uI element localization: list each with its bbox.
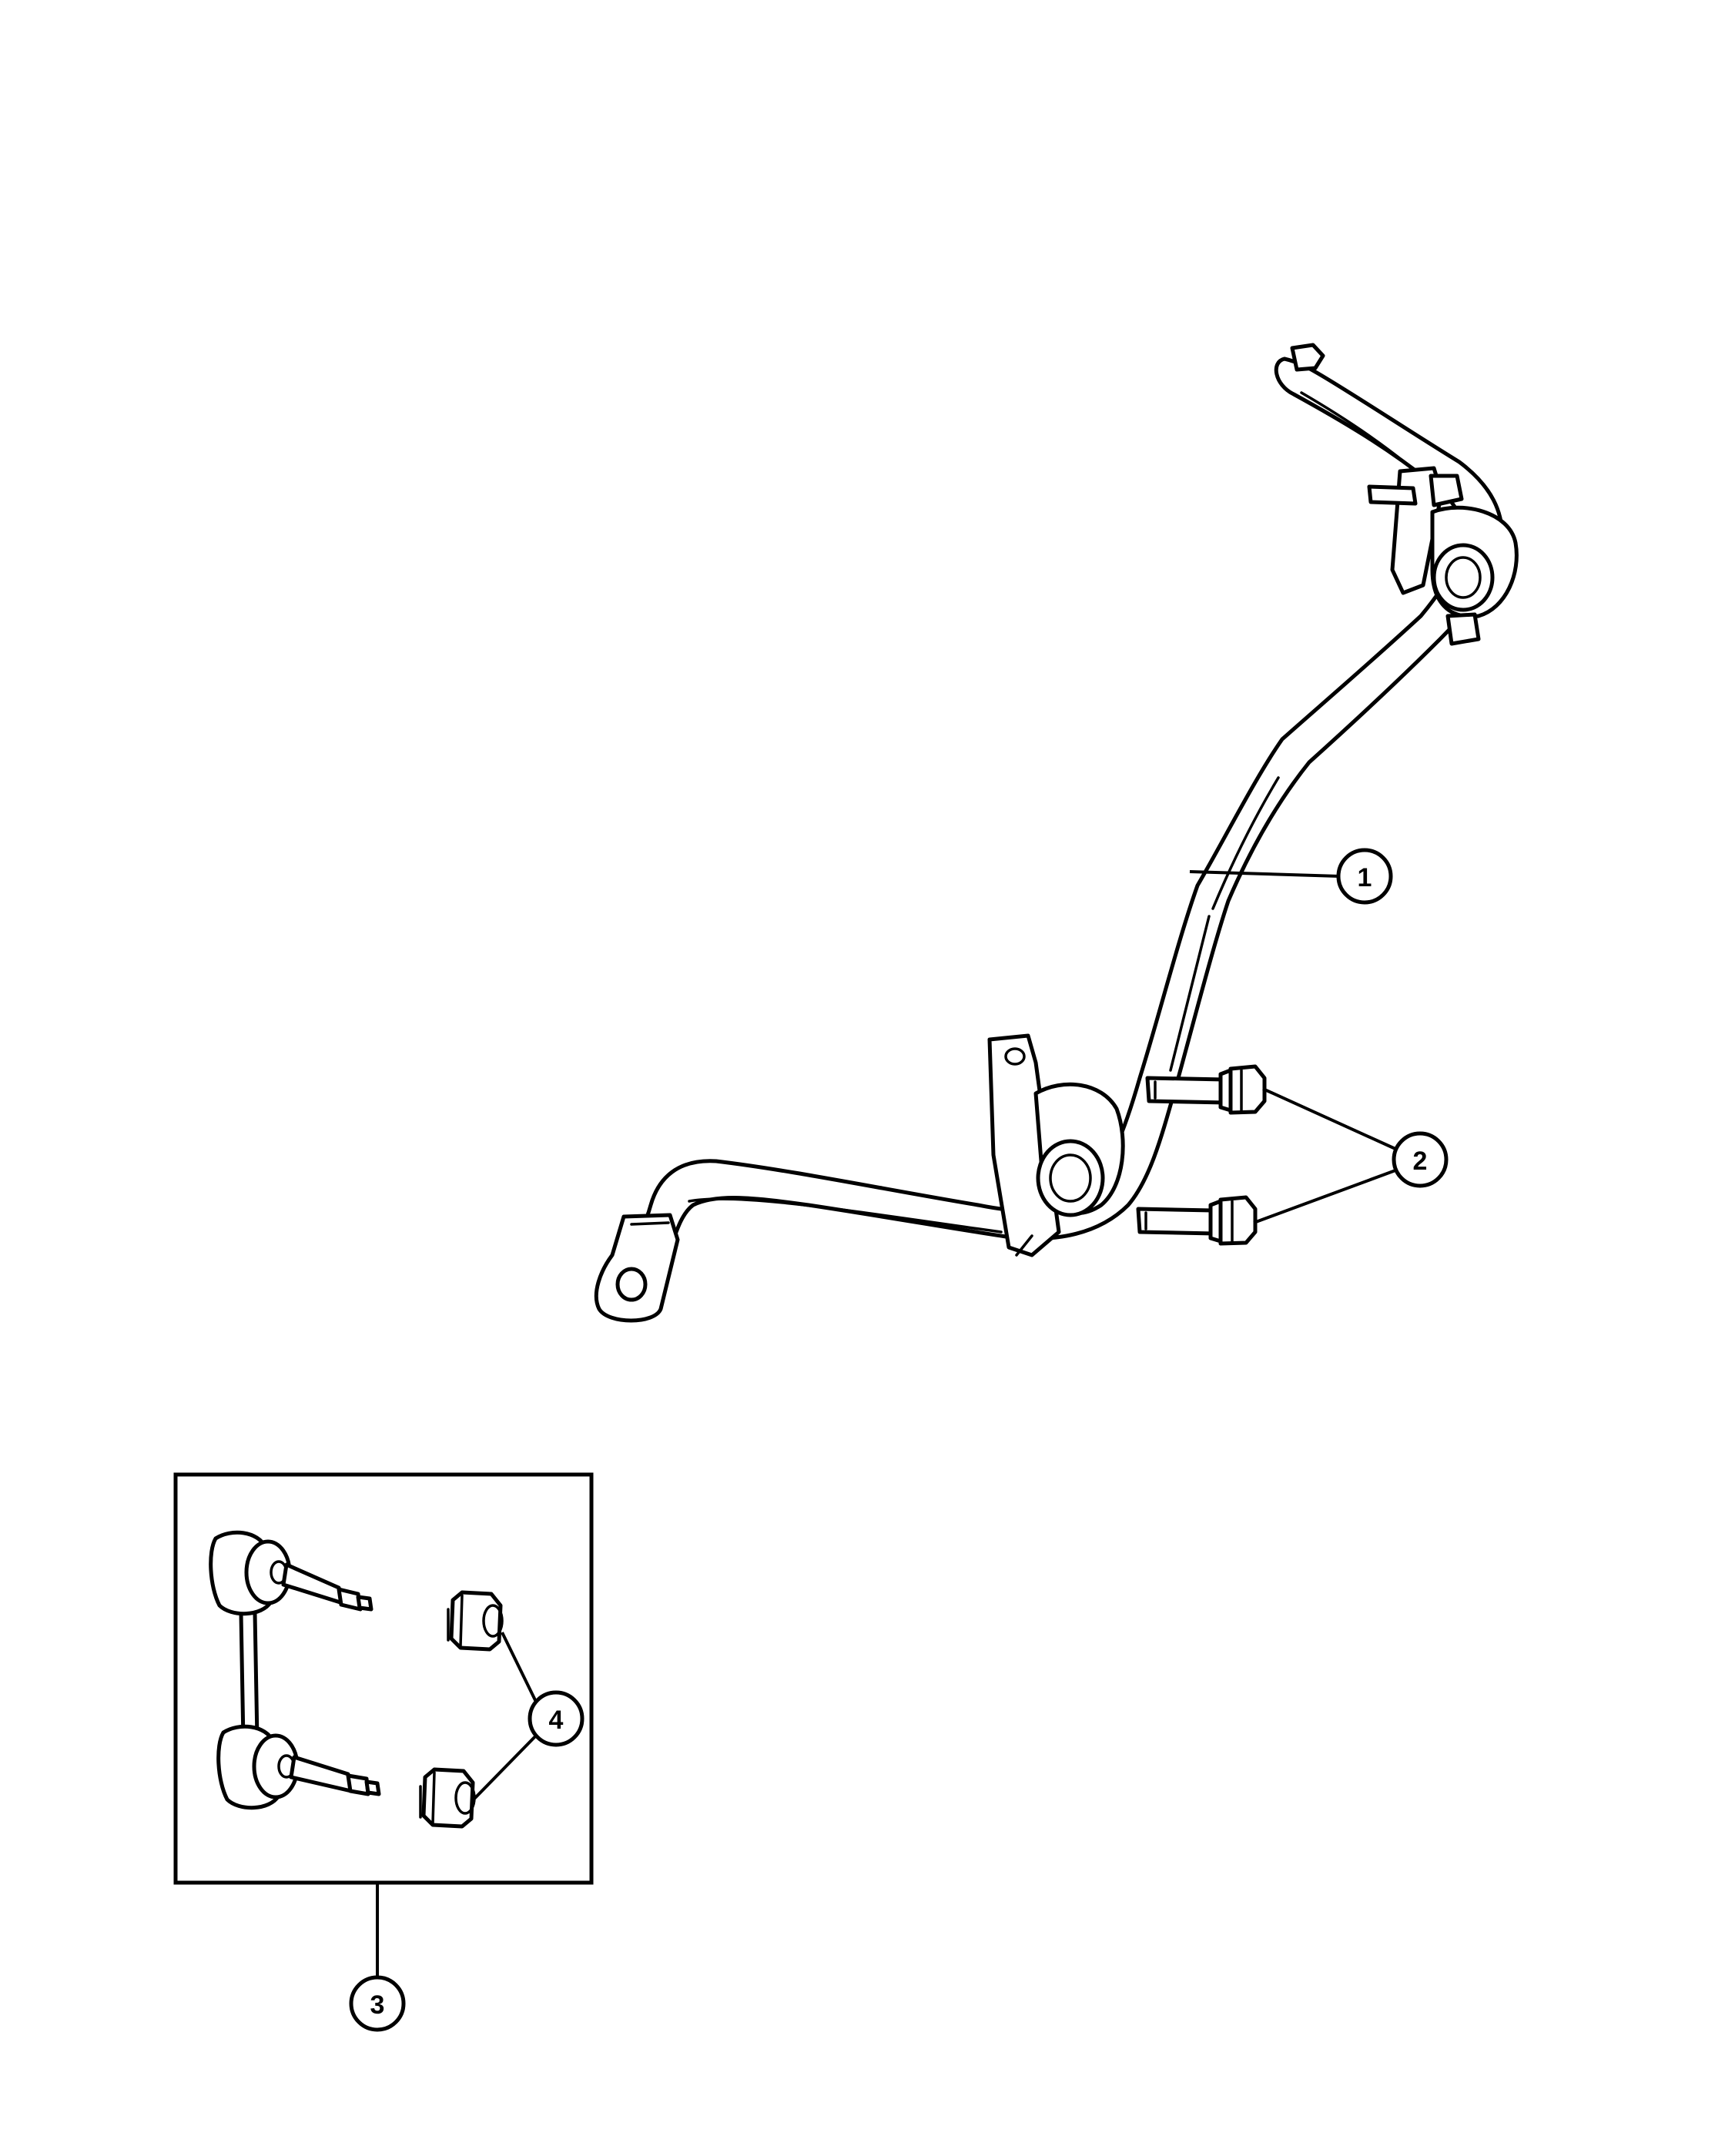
bolt-upper <box>1145 1064 1267 1115</box>
callout-4: 4 <box>528 1690 584 1747</box>
nut-upper <box>447 1590 504 1652</box>
callout-2-label: 2 <box>1413 1147 1428 1176</box>
bolt-lower <box>1136 1195 1258 1246</box>
callout-1-label: 1 <box>1358 863 1372 892</box>
callout-3-label: 3 <box>370 1990 385 2020</box>
callout-1: 1 <box>1336 848 1393 905</box>
callout-3: 3 <box>349 1975 406 2032</box>
leader-lines <box>376 870 1396 1977</box>
callout-2: 2 <box>1392 1131 1449 1188</box>
stabilizer-bar <box>594 343 1519 1323</box>
link-kit-box <box>173 1472 594 1885</box>
stabilizer-link <box>209 1530 381 1810</box>
callout-4-label: 4 <box>549 1706 564 1735</box>
nut-lower <box>419 1767 476 1829</box>
